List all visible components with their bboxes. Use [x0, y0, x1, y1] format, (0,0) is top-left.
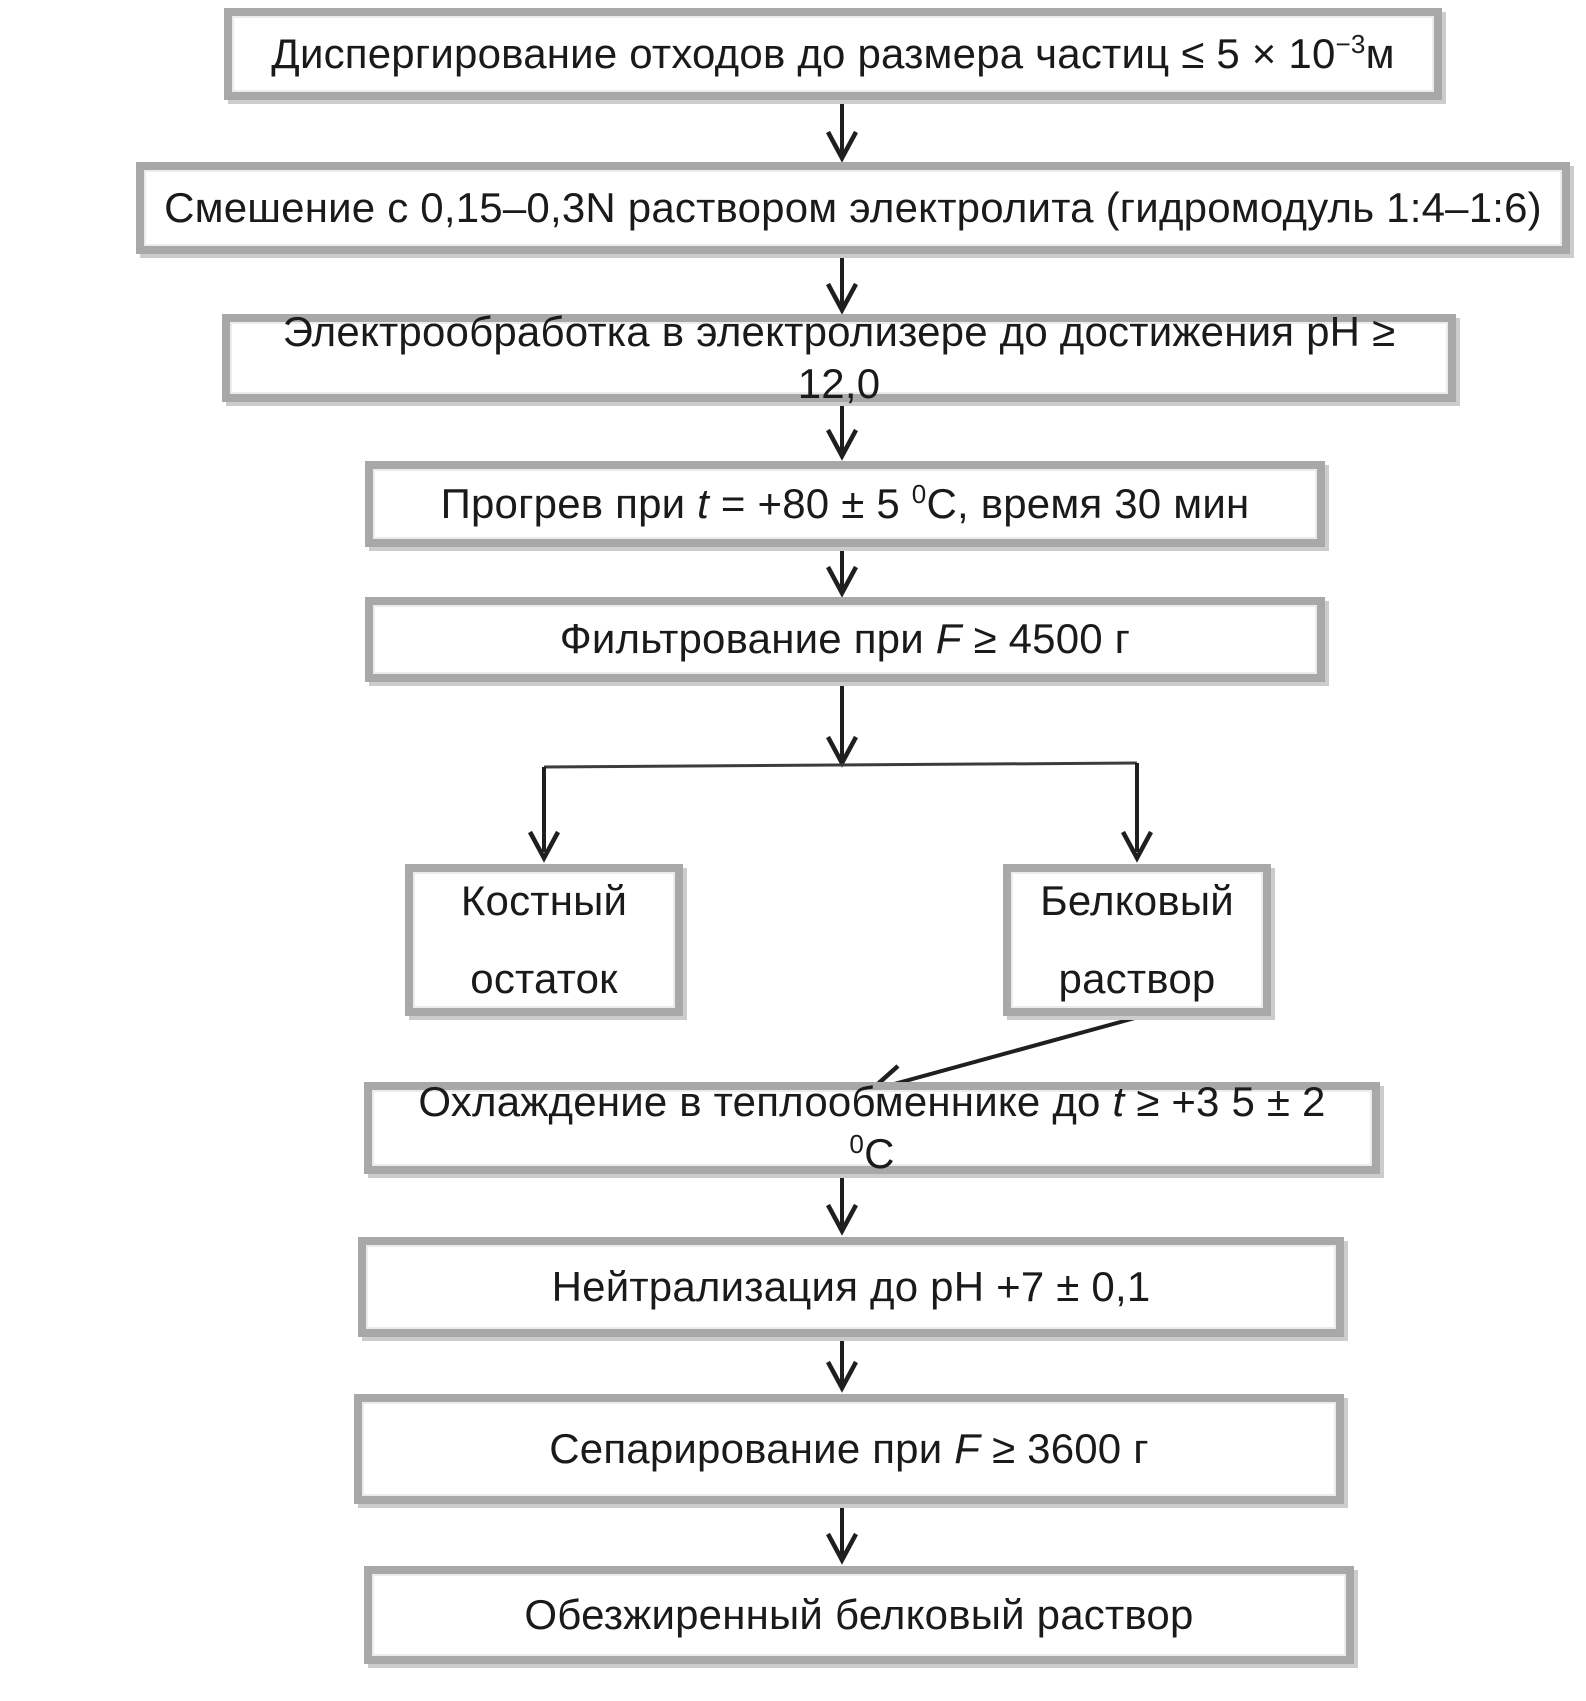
node-label-cooling: Охлаждение в теплообменнике до t ≥ +3 5 … — [372, 1076, 1372, 1181]
label-italic: F — [954, 1424, 981, 1472]
node-label-protein-solution: Белковый раствор — [1011, 862, 1263, 1017]
node-label-mixing: Смешение с 0,15–0,3N раствором электроли… — [146, 182, 1560, 235]
label-text: Обезжиренный белковый раствор — [524, 1590, 1194, 1638]
label-text: Смешение с 0,15–0,3N раствором электроли… — [164, 183, 1542, 231]
flow-node-bone-residue: Костный остаток — [405, 864, 683, 1016]
node-label-dispersion: Диспергирование отходов до размера части… — [253, 28, 1412, 81]
label-superscript: 0 — [849, 1129, 865, 1159]
label-text: Охлаждение в теплообменнике до — [418, 1077, 1113, 1125]
node-label-filtration: Фильтрование при F ≥ 4500 г — [542, 613, 1148, 666]
arrow-neutralization-to-separation — [826, 1339, 858, 1393]
label-superscript: −3 — [1335, 28, 1366, 59]
flow-node-heating: Прогрев при t = +80 ± 5 0С, время 30 мин — [365, 461, 1325, 547]
arrow-electrotreatment-to-heating — [826, 402, 858, 461]
node-label-neutralization: Нейтрализация до рН +7 ± 0,1 — [534, 1261, 1169, 1314]
node-label-electrotreatment: Электрообработка в электролизере до дост… — [230, 306, 1448, 411]
label-text: Диспергирование отходов до размера части… — [271, 29, 1336, 77]
node-label-heating: Прогрев при t = +80 ± 5 0С, время 30 мин — [423, 478, 1268, 531]
flow-node-filtration: Фильтрование при F ≥ 4500 г — [365, 597, 1325, 682]
node-label-bone-residue: Костный остаток — [413, 862, 675, 1017]
flow-node-neutralization: Нейтрализация до рН +7 ± 0,1 — [358, 1237, 1344, 1337]
label-text: Электрообработка в электролизере до дост… — [282, 307, 1396, 408]
flow-node-cooling: Охлаждение в теплообменнике до t ≥ +3 5 … — [364, 1078, 1380, 1177]
flow-node-mixing: Смешение с 0,15–0,3N раствором электроли… — [136, 162, 1570, 254]
label-text: ≥ +3 5 ± 2 — [1124, 1077, 1326, 1125]
label-text: Фильтрование при — [559, 615, 936, 663]
label-italic: F — [935, 615, 962, 663]
arrow-split-to-protein-solution — [1121, 763, 1153, 863]
arrow-separation-to-degreased — [826, 1506, 858, 1565]
flow-node-separation: Сепарирование при F ≥ 3600 г — [354, 1394, 1344, 1504]
label-text: Сепарирование при — [549, 1424, 955, 1472]
label-text: = +80 ± 5 — [709, 479, 912, 527]
label-text: Костный остаток — [460, 877, 628, 1002]
arrow-filtration-to-split — [826, 682, 858, 768]
label-text: С, время 30 мин — [926, 479, 1250, 527]
arrow-mixing-to-electrotreatment — [826, 254, 858, 315]
label-text: ≥ 3600 г — [980, 1424, 1149, 1472]
label-text: Прогрев при — [440, 479, 698, 527]
label-italic: t — [697, 479, 710, 527]
arrow-heating-to-filtration — [826, 547, 858, 598]
arrow-split-to-bone-residue — [528, 767, 560, 863]
flow-node-protein-solution: Белковый раствор — [1003, 864, 1271, 1016]
label-italic: t — [1112, 1077, 1125, 1125]
flow-node-dispersion: Диспергирование отходов до размера части… — [224, 8, 1442, 100]
label-text: Нейтрализация до рН +7 ± 0,1 — [551, 1262, 1151, 1310]
arrow-cooling-to-neutralization — [826, 1176, 858, 1236]
split-rail — [543, 761, 1138, 769]
label-superscript: 0 — [911, 478, 927, 509]
label-text: м — [1365, 29, 1395, 77]
node-label-separation: Сепарирование при F ≥ 3600 г — [531, 1423, 1167, 1476]
flow-node-degreased-protein-solution: Обезжиренный белковый раствор — [364, 1566, 1354, 1664]
flow-node-electrotreatment: Электрообработка в электролизере до дост… — [222, 308, 1456, 407]
arrow-dispersion-to-mixing — [826, 100, 858, 163]
node-label-degreased-protein-solution: Обезжиренный белковый раствор — [506, 1589, 1211, 1642]
label-text: ≥ 4500 г — [961, 615, 1131, 663]
label-text: Белковый раствор — [1040, 877, 1234, 1002]
label-text: С — [864, 1130, 895, 1177]
